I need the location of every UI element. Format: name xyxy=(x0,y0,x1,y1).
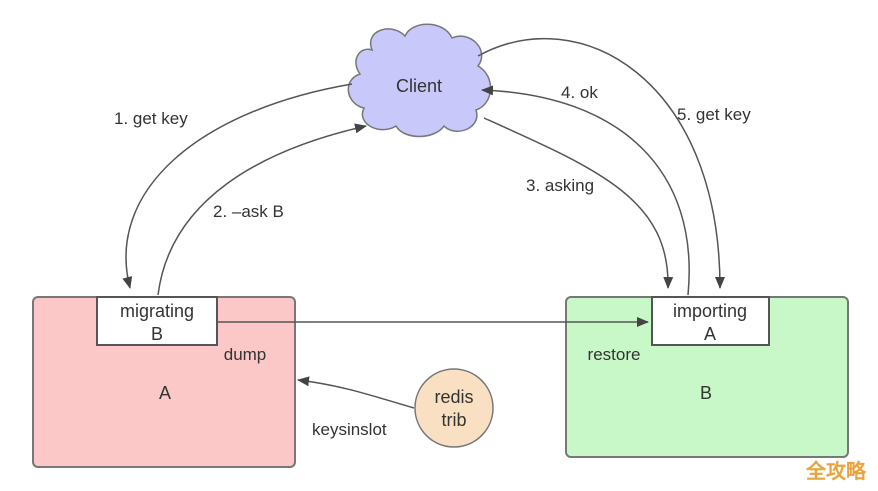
node-a-slot-state-line1: migrating xyxy=(120,301,194,321)
node-a-name: A xyxy=(159,383,171,403)
arrow-ok-b-to-client xyxy=(481,85,690,296)
node-b-slot-box xyxy=(651,296,770,346)
node-b-slot-state-line2: A xyxy=(704,324,716,344)
node-b-action-label: restore xyxy=(588,345,641,364)
watermark-text: 全攻略 xyxy=(805,459,867,483)
edge-label-step4: 4. ok xyxy=(561,83,598,102)
arrow-asking-client-to-b xyxy=(483,117,674,289)
edge-label-step2: 2. –ask B xyxy=(213,202,284,221)
node-a-slot-box xyxy=(96,296,218,346)
arrow-get-key-client-to-b xyxy=(477,37,725,289)
arrows xyxy=(122,37,725,409)
client-cloud: Client xyxy=(347,23,492,138)
edge-label-step1: 1. get key xyxy=(114,109,188,128)
edge-label-keysinslot: keysinslot xyxy=(312,420,387,439)
edge-label-step5: 5. get key xyxy=(677,105,751,124)
arrow-get-key-client-to-a xyxy=(122,83,353,289)
node-b-name: B xyxy=(700,383,712,403)
redis-trib-label-line1: redis xyxy=(434,387,473,407)
node-a: migrating B dump A xyxy=(32,296,296,468)
node-b: importing A restore B xyxy=(565,296,849,458)
node-b-slot-state-line1: importing xyxy=(673,301,747,321)
node-a-slot-state-line2: B xyxy=(151,324,163,344)
client-label: Client xyxy=(396,76,442,96)
redis-trib-node: redis trib xyxy=(414,368,494,448)
redis-trib-label-line2: trib xyxy=(441,410,466,430)
arrow-ask-b-a-to-client xyxy=(157,123,367,296)
node-a-action-label: dump xyxy=(224,345,267,364)
redis-trib-circle xyxy=(414,368,494,448)
arrow-keysinslot-trib-to-a xyxy=(297,376,415,409)
edge-label-step3: 3. asking xyxy=(526,176,594,195)
client-cloud-shape xyxy=(347,23,492,138)
